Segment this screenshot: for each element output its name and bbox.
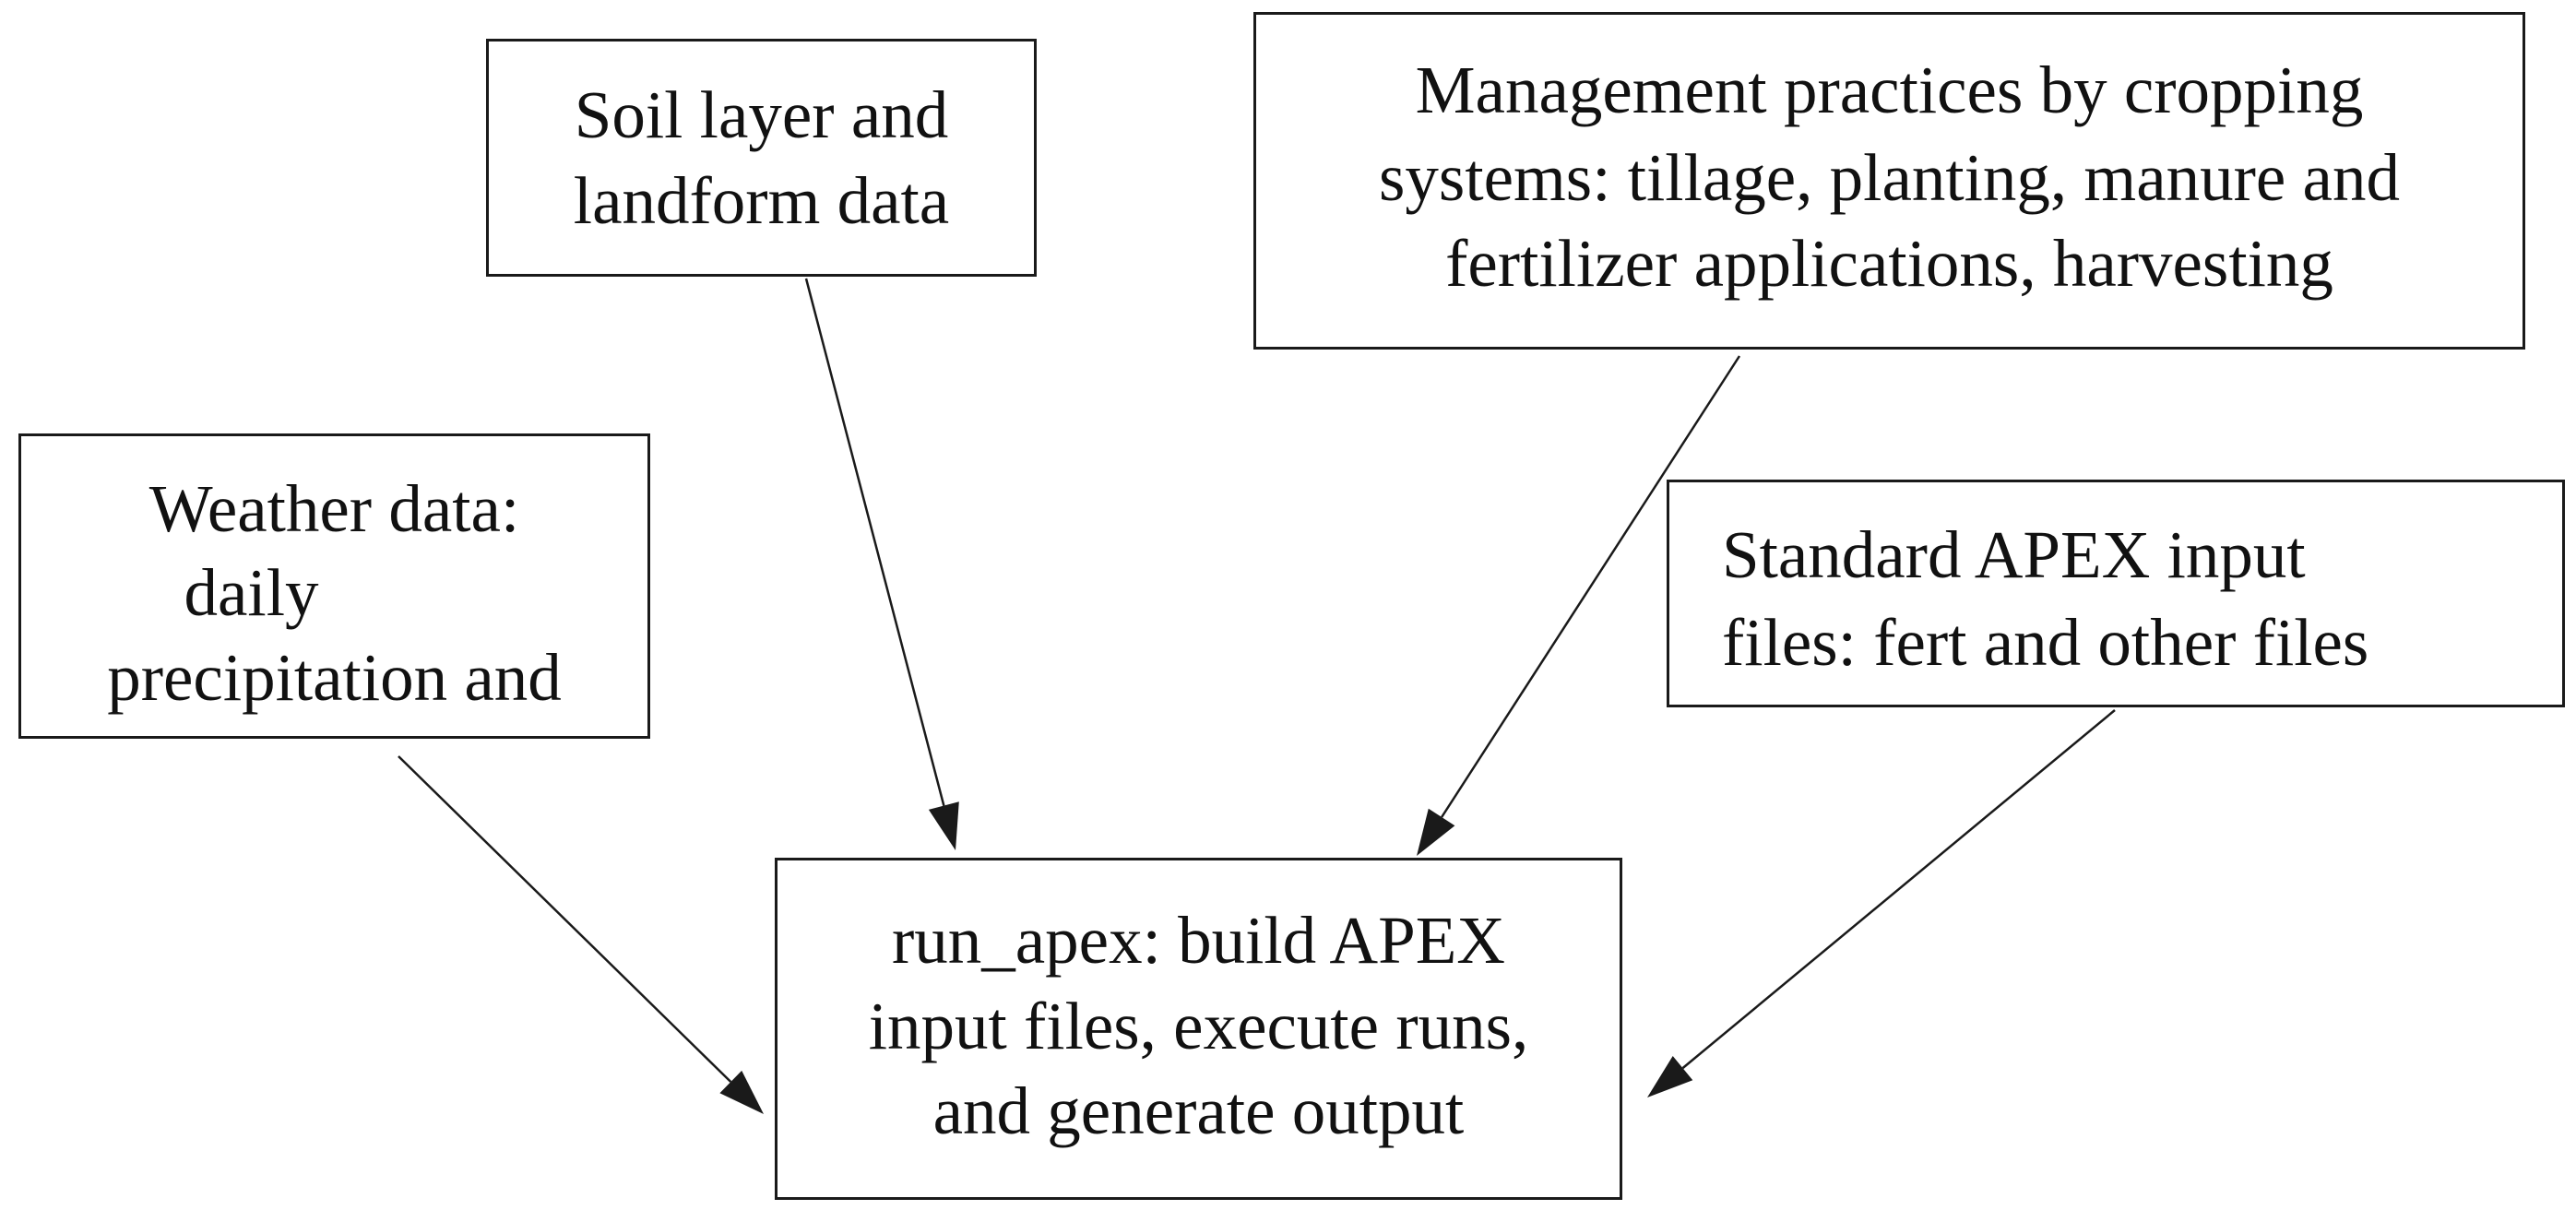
node-management-line-2: systems: tillage, planting, manure and xyxy=(1379,140,2400,215)
edge-weather-to-run_apex xyxy=(398,755,732,1083)
node-weather-line-2: daily xyxy=(184,555,319,630)
node-run-apex: run_apex: build APEX input files, execut… xyxy=(775,858,1622,1200)
node-soil-line-2: landform data xyxy=(573,163,950,238)
node-standard: Standard APEX input files: fert and othe… xyxy=(1667,480,2565,707)
edge-management-to-run_apex xyxy=(1441,355,1741,818)
arrowhead-weather-to-run_apex xyxy=(719,1070,764,1114)
arrowhead-standard-to-run_apex xyxy=(1647,1056,1693,1097)
node-soil: Soil layer and landform data xyxy=(486,39,1037,277)
node-run-apex-line-2: input files, execute runs, xyxy=(868,989,1529,1063)
edge-standard-to-run_apex xyxy=(1681,709,2116,1070)
node-run-apex-line-1: run_apex: build APEX xyxy=(891,903,1506,978)
node-weather-line-1: Weather data: xyxy=(148,471,520,546)
arrowhead-management-to-run_apex xyxy=(1417,808,1455,856)
node-standard-line-2: files: fert and other files xyxy=(1722,605,2369,680)
node-management-line-3: fertilizer applications, harvesting xyxy=(1445,226,2333,301)
node-standard-line-1: Standard APEX input xyxy=(1722,517,2306,592)
node-soil-line-1: Soil layer and xyxy=(574,77,949,152)
edge-soil-to-run_apex xyxy=(804,278,945,806)
arrowhead-soil-to-run_apex xyxy=(928,801,959,850)
node-weather: Weather data: daily precipitation and xyxy=(18,433,650,739)
node-weather-line-3: precipitation and xyxy=(107,640,562,715)
node-run-apex-line-3: and generate output xyxy=(932,1074,1465,1148)
node-management-line-1: Management practices by cropping xyxy=(1415,53,2364,127)
node-management: Management practices by cropping systems… xyxy=(1253,12,2525,350)
